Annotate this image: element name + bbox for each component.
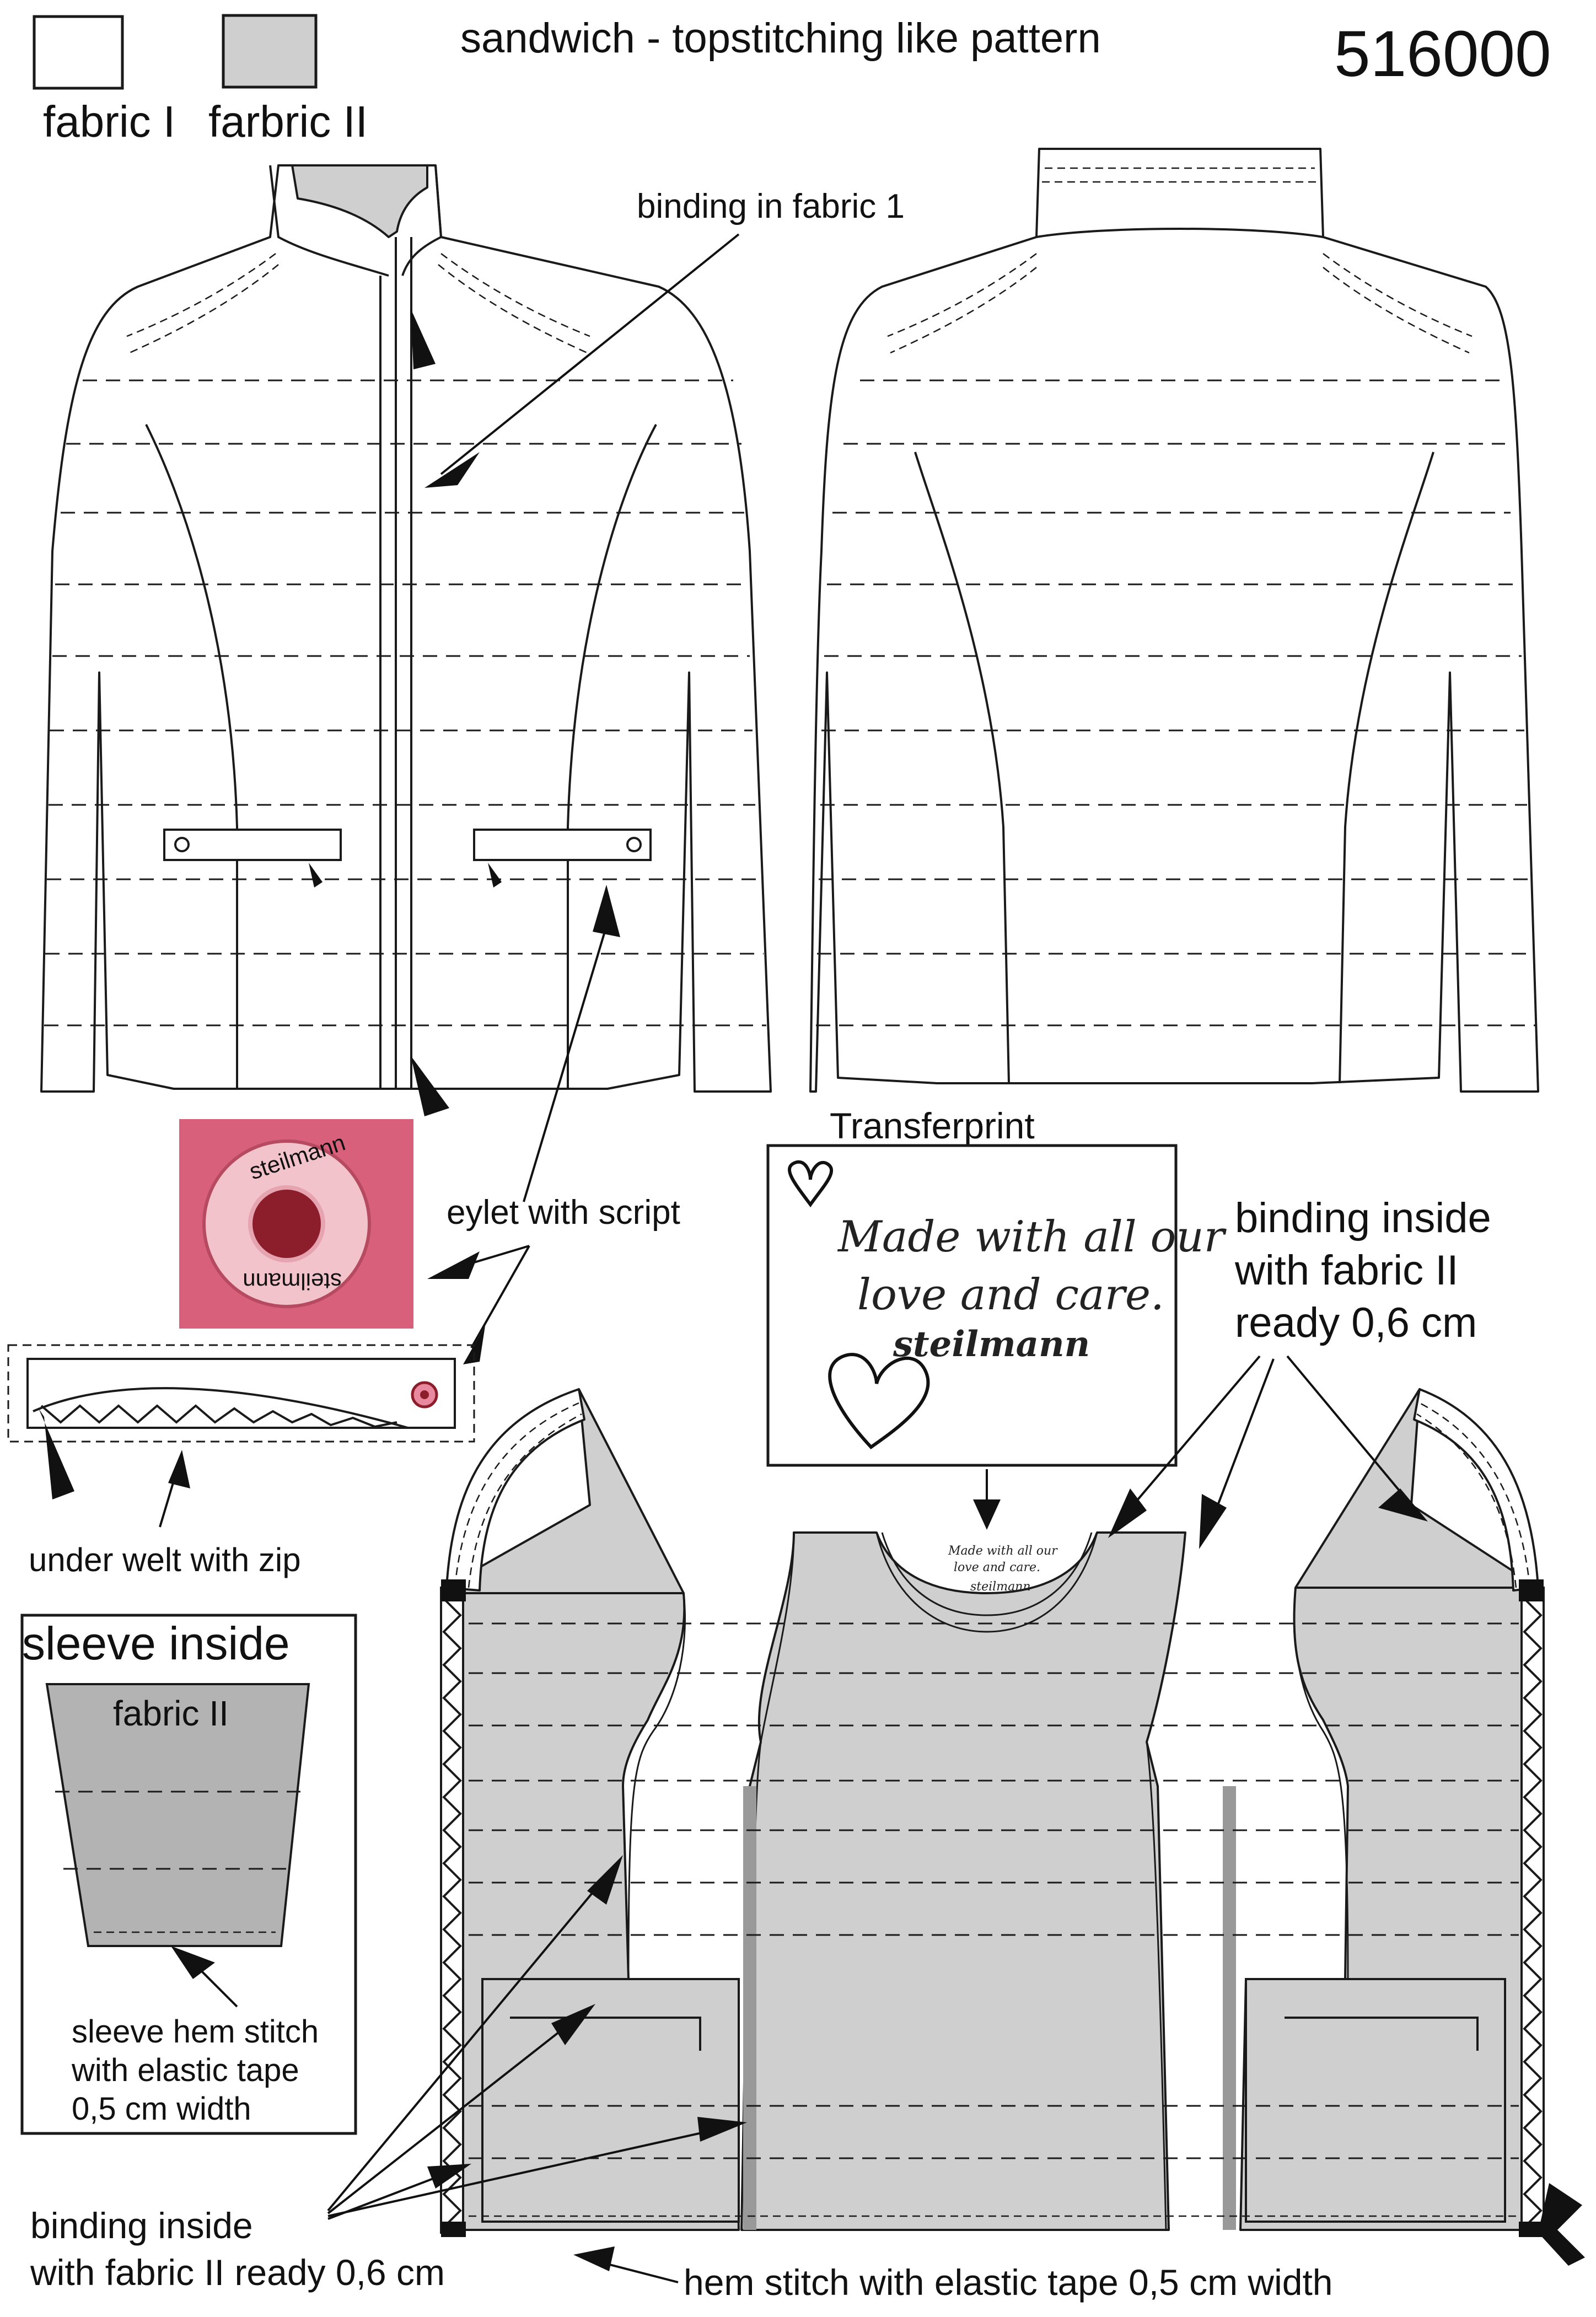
jacket-front-view <box>40 164 772 1116</box>
jacket-inside-view: Made with all our love and care. steilma… <box>440 1388 1585 2266</box>
transferprint-label: Made with all our love and care. steilma… <box>766 1144 1227 1467</box>
welt-pocket-left <box>163 829 342 861</box>
eyelet-hole <box>248 1185 325 1262</box>
sleeve-hem-line-2: with elastic tape <box>71 2052 299 2088</box>
binding-inside-top-line-1: binding inside <box>1235 1195 1491 1241</box>
eyelet-ring-text-bottom: steilmann <box>243 1268 342 1294</box>
welt-pocket-right <box>473 829 652 861</box>
sleeve-inside-box: sleeve inside fabric II sleeve hem stitc… <box>20 1614 357 2135</box>
jacket-back-view <box>809 148 1539 1093</box>
sleeve-inside-title: sleeve inside <box>22 1617 290 1669</box>
collar-inside <box>291 164 428 238</box>
binding-inside-top-line-2: with fabric II <box>1234 1247 1458 1294</box>
heart-icon <box>787 1160 834 1208</box>
transferprint-brand: steilmann <box>893 1324 1090 1365</box>
under-welt-detail <box>7 1344 475 1499</box>
under-welt-label: under welt with zip <box>29 1541 301 1578</box>
binding-inside-bottom-arrows <box>327 1855 747 2220</box>
fabric-2-swatch <box>222 14 318 89</box>
fabric-1-swatch <box>33 15 124 90</box>
fabric-2-label: farbric II <box>208 97 368 146</box>
binding-fabric-1-label: binding in fabric 1 <box>637 187 905 225</box>
transferprint-line-2: love and care. <box>857 1270 1164 1320</box>
binding-inside-bottom-line-1: binding inside <box>30 2205 253 2246</box>
eylet-with-script-label: eylet with script <box>447 1194 680 1232</box>
transferprint-title: Transferprint <box>830 1105 1035 1146</box>
fabric-1-label: fabric I <box>43 97 175 146</box>
heart-outline-icon <box>828 1353 930 1449</box>
transferprint-line-1: Made with all our <box>837 1212 1227 1262</box>
sleeve-inside-shape <box>45 1683 310 1947</box>
hem-stitch-label: hem stitch with elastic tape 0,5 cm widt… <box>684 2262 1333 2303</box>
article-number: 516000 <box>1334 18 1551 90</box>
binding-inside-top-line-3: ready 0,6 cm <box>1235 1299 1477 1346</box>
binding-inside-bottom-line-2: with fabric II ready 0,6 cm <box>30 2252 445 2293</box>
inside-print-line-1: Made with all our <box>948 1544 1058 1558</box>
pocket-bag-right <box>1245 1978 1506 2223</box>
inside-quilting-lines <box>469 1622 1519 2159</box>
sheet-title: sandwich - topstitching like pattern <box>460 15 1101 62</box>
sleeve-fabric-label: fabric II <box>113 1694 229 1733</box>
eyelet-photo: steilmann steilmann <box>179 1119 413 1329</box>
inside-print-brand: steilmann <box>970 1580 1031 1594</box>
sleeve-hem-line-1: sleeve hem stitch <box>72 2014 319 2050</box>
fabric-legend: fabric I farbric II <box>33 14 368 146</box>
inside-print-line-2: love and care. <box>954 1561 1040 1574</box>
sleeve-hem-line-3: 0,5 cm width <box>72 2091 251 2127</box>
pocket-bag-left <box>481 1978 740 2223</box>
back-quilting-lines <box>816 379 1535 1026</box>
front-quilting-lines <box>44 379 766 1026</box>
